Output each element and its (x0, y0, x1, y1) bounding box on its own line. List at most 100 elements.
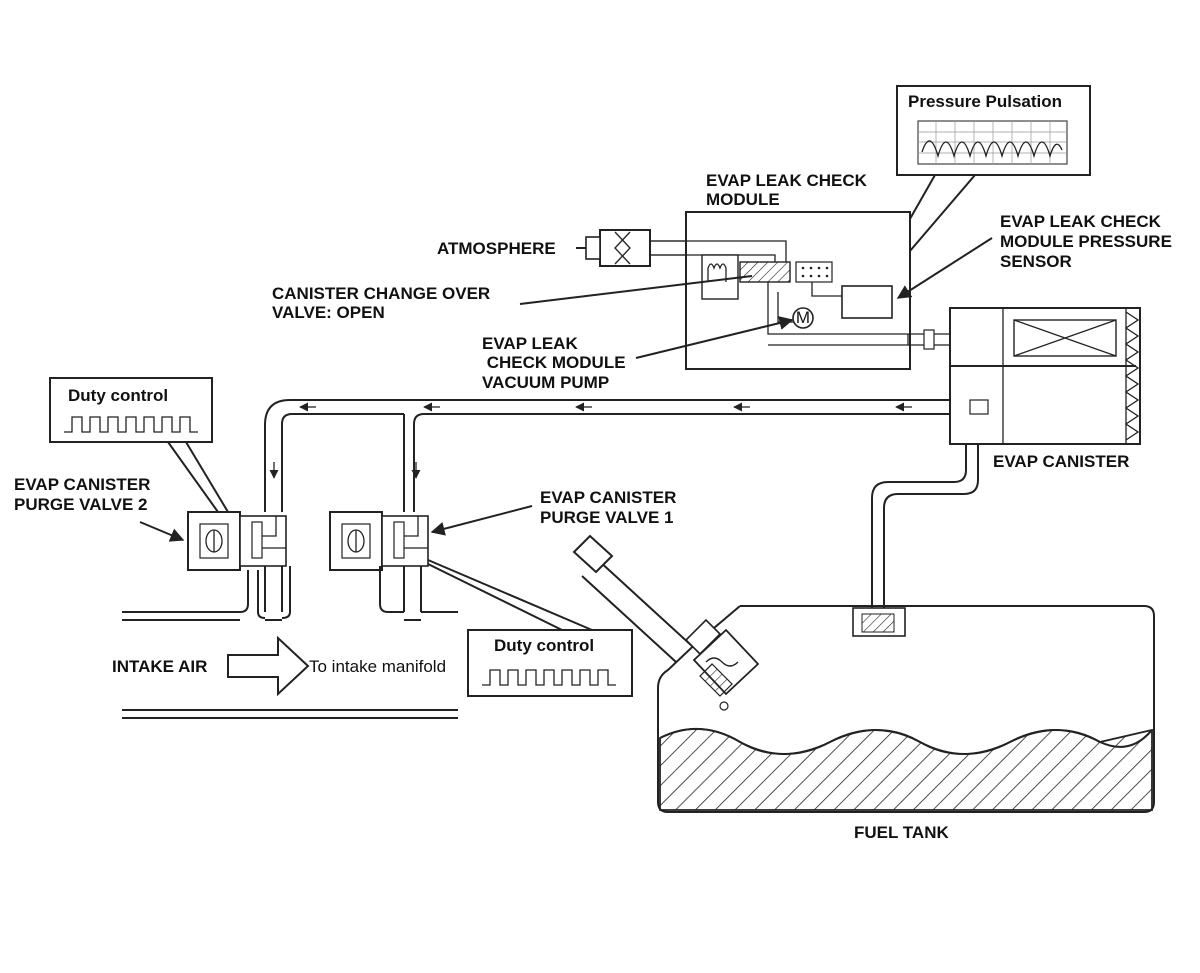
vacuum-pump-label-line3: VACUUM PUMP (482, 373, 609, 392)
purge-valve-1-leader (430, 505, 533, 536)
duty-control-right-leader-1 (427, 559, 593, 631)
purge-valve-2-label-line2: PURGE VALVE 2 (14, 495, 148, 514)
filler-cap (572, 534, 614, 574)
purge-valve-2-solenoid (187, 511, 241, 571)
vacuum-pump-callout: EVAP LEAK CHECK MODULE VACUUM PUMP (482, 316, 794, 392)
purge-valve-2-callout: EVAP CANISTER PURGE VALVE 2 (14, 475, 185, 542)
purge-valve-2-passage (262, 516, 286, 549)
purge-valve-1-label-line2: PURGE VALVE 1 (540, 508, 674, 527)
purge-line-inner (281, 413, 950, 512)
sensor-passage (811, 282, 842, 297)
module-filter (795, 261, 833, 283)
fuel-tank-label: FUEL TANK (854, 823, 949, 842)
duty-control-left-waveform (64, 416, 198, 433)
oscilloscope-grid (918, 121, 1067, 164)
tank-vent-line (852, 444, 979, 637)
check-valve-spring (705, 657, 739, 667)
duty-control-right-label: Duty control (494, 636, 594, 655)
leak-check-module-label-line2: MODULE (706, 190, 780, 209)
check-valve-ball (719, 701, 729, 711)
evap-canister: EVAP CANISTER (908, 307, 1141, 471)
purge-valve-1-outlet (403, 566, 422, 612)
intake-manifold: INTAKE AIR To intake manifold (112, 566, 458, 719)
to-intake-manifold-label: To intake manifold (309, 657, 446, 676)
evap-leak-check-module: EVAP LEAK CHECK MODULE M (650, 171, 911, 370)
duty-control-left-box (49, 377, 213, 443)
changeover-valve-leader (519, 275, 753, 305)
vacuum-pump-label-line1: EVAP LEAK (482, 334, 578, 353)
purge-valve-2-leader (139, 521, 185, 542)
purge-valve-2-body (239, 515, 287, 567)
duty-control-right-box (467, 629, 633, 697)
purge-valve-2 (187, 511, 287, 612)
rollover-valve-element (861, 613, 895, 633)
pressure-sensor-callout: EVAP LEAK CHECK MODULE PRESSURE SENSOR (896, 212, 1172, 299)
pressure-pulsation-callout: Pressure Pulsation (873, 85, 1091, 287)
pressure-waveform (921, 140, 1063, 159)
pressure-sensor (841, 285, 893, 319)
purge-valve-1-passage (404, 516, 428, 549)
intake-duct-top (122, 566, 458, 619)
purge-valve-2-outlet (264, 566, 283, 612)
duty-control-left-leader-2 (185, 441, 229, 513)
pressure-pulsation-title: Pressure Pulsation (908, 92, 1062, 111)
intake-duct-bottom (122, 709, 458, 719)
purge-valve-1-body (381, 515, 429, 567)
pressure-sensor-label-line2: MODULE PRESSURE (1000, 232, 1172, 251)
atmosphere-filter-element (614, 231, 631, 265)
atmosphere-label: ATMOSPHERE (437, 239, 556, 258)
canister-filter-x (1013, 319, 1117, 357)
pressure-pulsation-box (896, 85, 1091, 176)
atmosphere-filter: ATMOSPHERE (437, 229, 686, 267)
purge-flow-arrows (269, 402, 912, 479)
pressure-sensor-label-line3: SENSOR (1000, 252, 1072, 271)
oscilloscope-frame (917, 120, 1068, 165)
duty-control-left-label: Duty control (68, 386, 168, 405)
fuel-tank-shell (657, 605, 1155, 813)
module-canister-joint (923, 329, 935, 350)
changeover-valve-plunger (739, 261, 791, 283)
fuel-tank-shoulder (713, 605, 741, 629)
filter-dots (801, 266, 829, 278)
duty-control-left-leader-1 (167, 441, 219, 513)
check-valve-seat (699, 663, 733, 697)
fuel-surface-wave (659, 728, 1153, 755)
atmosphere-pipe (650, 240, 686, 256)
vacuum-pump-leader (635, 316, 794, 359)
vent-line-inner (883, 444, 979, 608)
purge-valve-2-plunger (251, 521, 263, 559)
purge-valve-1-label-line1: EVAP CANISTER (540, 488, 676, 507)
duty-control-right-leader-2 (427, 563, 563, 631)
canister-zigzag-filter (1124, 311, 1140, 441)
atmosphere-filter-inlet (585, 236, 601, 260)
purge-valve-1 (329, 511, 429, 612)
module-inner-passage-top (650, 240, 787, 262)
vacuum-pump-label-line2: CHECK MODULE (482, 353, 626, 372)
intake-air-arrow (227, 635, 310, 697)
purge-line-outer (264, 399, 950, 512)
changeover-valve-callout: CANISTER CHANGE OVER VALVE: OPEN (272, 275, 753, 322)
changeover-valve-label-line1: CANISTER CHANGE OVER (272, 284, 490, 303)
filler-pipe (581, 559, 693, 663)
purge-line (264, 399, 950, 512)
vent-line-outer (871, 444, 967, 608)
purge-valve-2-label-line1: EVAP CANISTER (14, 475, 150, 494)
intake-air-label: INTAKE AIR (112, 657, 207, 676)
evap-canister-label: EVAP CANISTER (993, 452, 1129, 471)
atmosphere-filter-body (599, 229, 651, 267)
leak-check-module-label-line1: EVAP LEAK CHECK (706, 171, 868, 190)
canister-purge-port (969, 399, 989, 415)
fuel-tank: FUEL TANK (657, 605, 1155, 842)
vacuum-pump-motor-symbol: M (796, 308, 810, 327)
fuel-level (659, 728, 1153, 811)
duty-control-callout-right: Duty control (427, 559, 633, 697)
purge-valve-1-plunger (393, 521, 405, 559)
purge-valve-1-callout: EVAP CANISTER PURGE VALVE 1 (430, 488, 676, 536)
duty-control-right-waveform (482, 669, 616, 686)
filler-flange (684, 618, 722, 656)
duty-control-callout-left: Duty control (49, 377, 229, 513)
filler-neck (572, 534, 760, 711)
changeover-valve-label-line2: VALVE: OPEN (272, 303, 385, 322)
